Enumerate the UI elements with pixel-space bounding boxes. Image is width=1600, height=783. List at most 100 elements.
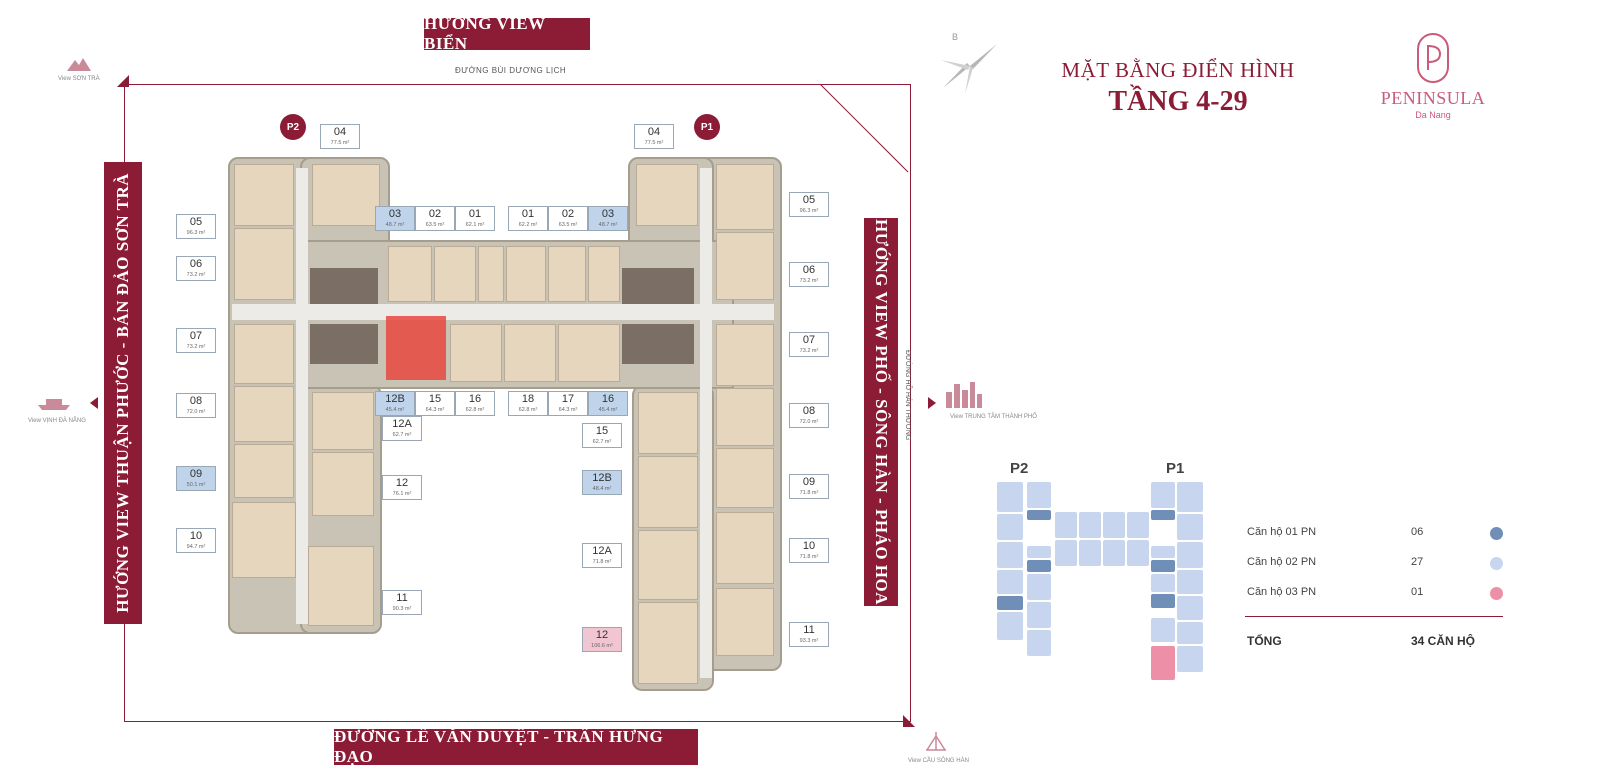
plan-title-line1: MẶT BẰNG ĐIỂN HÌNH [1061, 58, 1295, 82]
minimap-unit [997, 570, 1023, 594]
minimap-unit [1127, 512, 1149, 538]
room [716, 324, 774, 386]
horizontal-corridor [232, 304, 774, 320]
room [232, 502, 296, 578]
room [234, 228, 294, 300]
minimap-unit [1027, 510, 1051, 520]
brand-logo-icon [1416, 32, 1450, 89]
legend-count: 06 [1411, 526, 1424, 538]
minimap-unit [1055, 540, 1077, 566]
room [558, 324, 620, 382]
minimap-unit [1055, 512, 1077, 538]
top-left-arrow-icon [117, 74, 129, 92]
view-trung-tam-label: View TRUNG TÂM THÀNH PHỐ [950, 414, 1037, 420]
city-icon [944, 380, 984, 413]
mountain-icon [66, 55, 92, 73]
minimap-unit [1027, 602, 1051, 628]
minimap-unit [1079, 512, 1101, 538]
brand-name: PENINSULA [1380, 88, 1486, 108]
legend-label: Căn hộ 03 PN [1247, 586, 1317, 598]
minimap-unit [1151, 546, 1175, 558]
top-direction-banner: HƯỚNG VIEW BIỂN [424, 14, 590, 53]
minimap-unit [997, 612, 1023, 640]
right-street-label: ĐƯỜNG HỒ HÁN THƯƠNG [904, 350, 911, 441]
legend-swatch [1490, 527, 1503, 540]
view-vinh-da-nang-label: View VỊNH ĐÀ NẴNG [28, 418, 86, 424]
plan-title-line2: TẦNG 4-29 [1108, 86, 1248, 117]
tower-p1-badge: P1 [694, 114, 720, 140]
minimap-unit [1177, 514, 1203, 540]
room [308, 546, 374, 626]
minimap-unit [1027, 482, 1051, 508]
minimap-unit [1151, 594, 1175, 608]
minimap-unit [997, 596, 1023, 610]
minimap-unit [1079, 540, 1101, 566]
compass-icon [935, 36, 1005, 96]
view-son-tra-label: View SƠN TRÀ [58, 76, 100, 82]
p2-core [310, 268, 378, 304]
minimap-unit [1103, 540, 1125, 566]
minimap-unit [1177, 542, 1203, 568]
minimap-unit [997, 482, 1023, 512]
room [388, 246, 432, 302]
room [638, 392, 698, 454]
legend-count: 27 [1411, 556, 1424, 568]
right-direction-banner: HƯỚNG VIEW PHỐ - SÔNG HÀN - PHÁO HOA [864, 218, 898, 606]
minimap-p2-label: P2 [1010, 460, 1029, 477]
minimap-unit [1151, 510, 1175, 520]
highlighted-unit [386, 316, 446, 380]
top-street-label: ĐƯỜNG BÙI DƯƠNG LỊCH [455, 66, 567, 75]
view-cau-song-han-label: View CẦU SÔNG HÀN [908, 758, 969, 764]
room [638, 456, 698, 528]
minimap-unit [997, 542, 1023, 568]
compass-letter: B [952, 32, 959, 42]
room [234, 386, 294, 442]
room [638, 602, 698, 684]
legend-total-label: TỔNG [1247, 634, 1282, 648]
minimap-unit [1151, 560, 1175, 572]
right-arrow-icon [928, 396, 936, 414]
minimap-unit [1177, 646, 1203, 672]
room [312, 452, 374, 516]
room [588, 246, 620, 302]
legend-row-3br: Căn hộ 03 PN 01 [1247, 586, 1507, 600]
room [716, 388, 774, 446]
minimap-unit [1151, 482, 1175, 508]
bottom-right-arrow-icon [903, 714, 915, 732]
minimap-unit [1177, 622, 1203, 644]
